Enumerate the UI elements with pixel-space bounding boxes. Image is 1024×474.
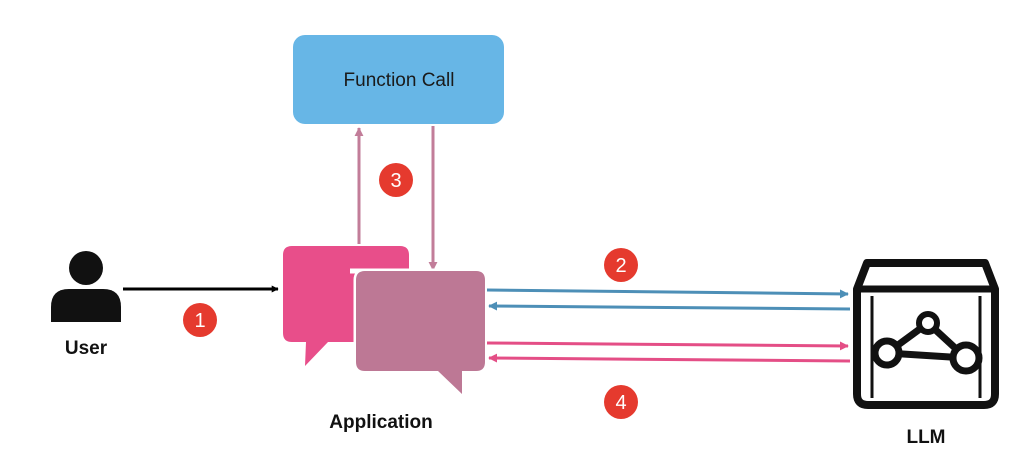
step-badge-2: 2 (604, 248, 638, 282)
application-label: Application (329, 412, 432, 433)
llm-label: LLM (906, 427, 945, 448)
step-badge-4: 4 (604, 385, 638, 419)
step-number-3: 3 (390, 170, 401, 192)
step-number-1: 1 (194, 310, 205, 332)
arrow-app-to-llm-result (486, 341, 849, 351)
function-call-label: Function Call (344, 70, 455, 91)
arrow-llm-to-app-response (488, 301, 851, 311)
arrow-app-to-llm-request (486, 288, 849, 299)
chat-bubbles-icon (283, 246, 488, 400)
function-call-node: Function Call (293, 35, 504, 124)
llm-box-icon (853, 259, 999, 409)
user-label: User (65, 338, 108, 359)
user-icon (51, 251, 121, 322)
arrow-llm-to-app-final (488, 353, 851, 363)
app-bubble-back (350, 268, 488, 400)
function-call-box (293, 35, 504, 124)
step-number-4: 4 (615, 392, 626, 414)
step-badge-3: 3 (379, 163, 413, 197)
step-badge-1: 1 (183, 303, 217, 337)
step-number-2: 2 (615, 255, 626, 277)
